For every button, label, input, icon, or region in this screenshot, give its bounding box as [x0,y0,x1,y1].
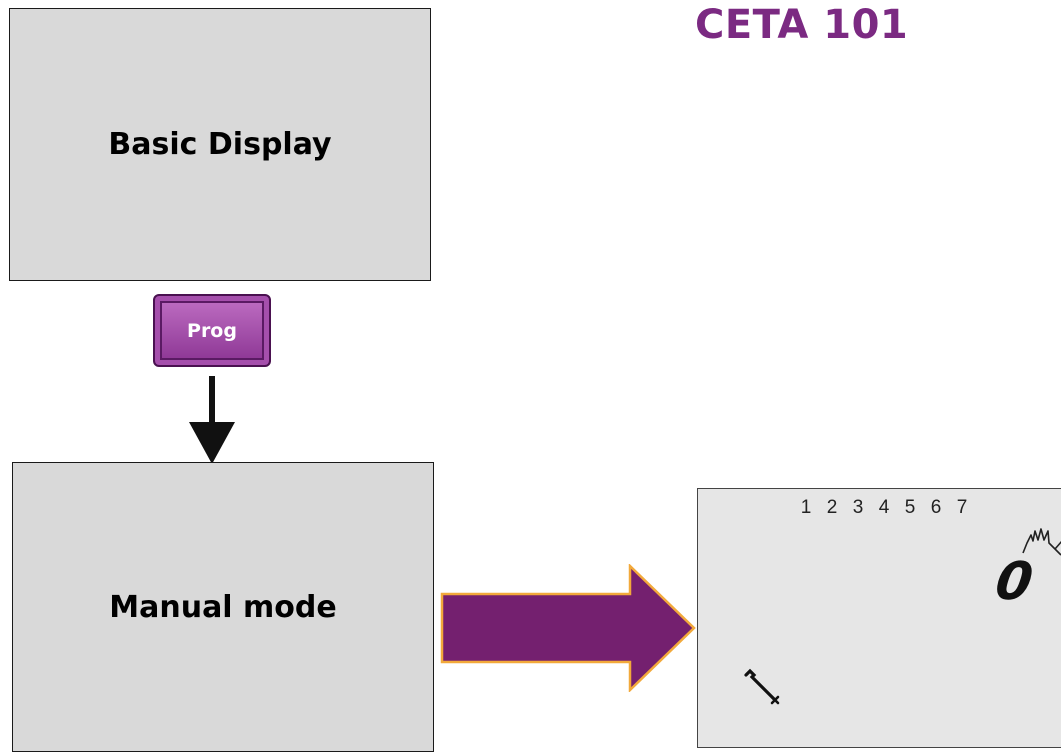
prog-button[interactable]: Prog [153,294,271,367]
prog-button-label: Prog [187,319,237,342]
lcd-display: 1 2 3 4 5 6 7 0 [697,488,1061,748]
day-number: 1 [800,497,812,518]
wrench-icon [744,668,780,705]
down-arrow-icon [189,376,235,464]
basic-display-label: Basic Display [108,127,332,162]
day-number: 7 [956,497,968,518]
day-indicator-row: 1 2 3 4 5 6 7 [793,497,975,519]
page-title: CETA 101 [695,2,909,48]
right-arrow-icon [440,564,696,692]
day-number: 2 [826,497,838,518]
day-number: 3 [852,497,864,518]
manual-mode-box: Manual mode [12,462,434,752]
day-number: 4 [878,497,890,518]
lcd-digit: 0 [991,552,1037,612]
manual-mode-label: Manual mode [109,589,337,625]
hand-icon [1022,528,1061,556]
basic-display-box: Basic Display [9,8,431,281]
day-number: 6 [930,497,942,518]
day-number: 5 [904,497,916,518]
